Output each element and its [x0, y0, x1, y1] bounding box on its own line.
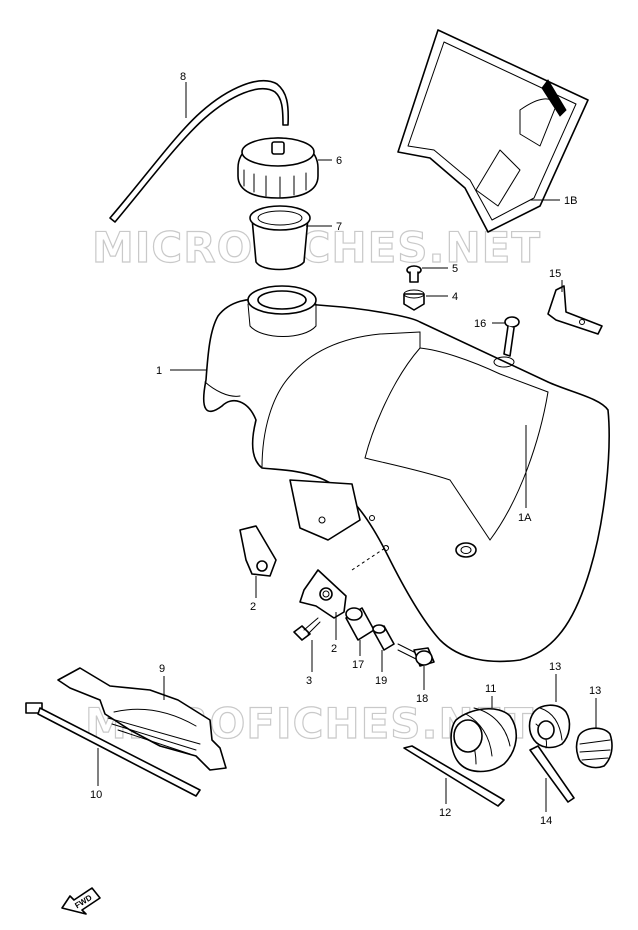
fwd-arrow: FWD — [61, 887, 101, 915]
tie-12 — [403, 745, 505, 807]
callout-13-a: 13 — [549, 661, 561, 673]
fuel-tank — [202, 285, 610, 663]
grommet-17 — [345, 607, 375, 641]
breather-hose — [109, 79, 290, 223]
bolt-16 — [503, 316, 520, 357]
boot-11 — [450, 707, 517, 773]
tie-14 — [529, 745, 575, 803]
decal — [397, 29, 589, 233]
bolt-3 — [293, 617, 321, 641]
cable-tie-10 — [25, 702, 201, 797]
heat-shield-9 — [57, 667, 227, 771]
callout-10: 10 — [90, 789, 102, 801]
callout-17: 17 — [352, 659, 364, 671]
callout-19: 19 — [375, 675, 387, 687]
collar-19 — [372, 624, 395, 651]
callout-1A: 1A — [518, 512, 532, 524]
callout-2-left: 2 — [250, 601, 256, 613]
callout-7: 7 — [336, 221, 342, 233]
callout-16: 16 — [474, 318, 486, 330]
callout-12: 12 — [439, 807, 451, 819]
callout-18: 18 — [416, 693, 428, 705]
callout-2-right: 2 — [331, 643, 337, 655]
callout-9: 9 — [159, 663, 165, 675]
callout-13-b: 13 — [589, 685, 601, 697]
callout-4: 4 — [452, 291, 458, 303]
callout-1: 1 — [156, 365, 162, 377]
callout-5: 5 — [452, 263, 458, 275]
grommet-13b — [575, 727, 613, 769]
screw-5 — [406, 265, 422, 283]
callout-1B: 1B — [564, 195, 577, 207]
leader-lines — [97, 82, 597, 812]
watermark-top: MICROFICHES.NET — [92, 223, 541, 272]
grommet-13a — [528, 704, 571, 749]
cushion-4 — [403, 289, 425, 311]
callouts: 8 6 7 5 4 16 15 1 1A 1B 2 2 3 17 19 18 9… — [90, 71, 601, 827]
callout-15: 15 — [549, 268, 561, 280]
callout-3: 3 — [306, 675, 312, 687]
bracket-2-left — [239, 525, 277, 577]
callout-11: 11 — [485, 683, 496, 695]
filler-ring — [249, 205, 311, 271]
bracket-2-right — [299, 569, 347, 619]
bracket-15 — [547, 285, 603, 335]
bolt-18 — [397, 643, 435, 667]
callout-8: 8 — [180, 71, 186, 83]
dashed-ref — [351, 545, 389, 571]
callout-14: 14 — [540, 815, 552, 827]
fuel-cap — [237, 137, 319, 199]
callout-6: 6 — [336, 155, 342, 167]
